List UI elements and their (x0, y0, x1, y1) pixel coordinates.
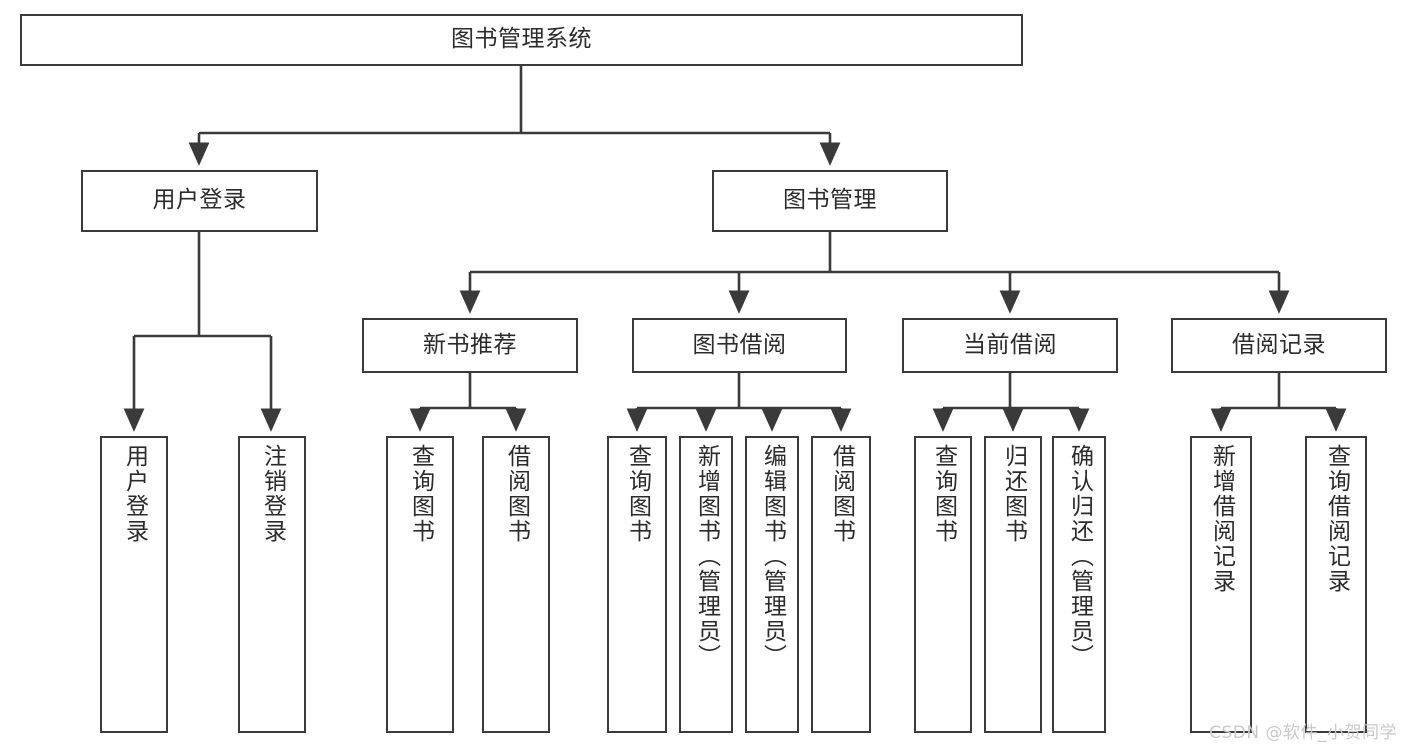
node-leaf-add-record-label: 新增借阅记录 (1208, 444, 1235, 594)
node-root[interactable]: 图书管理系统 (20, 14, 1023, 66)
node-leaf-query-book-2-label: 查询图书 (624, 444, 651, 544)
node-leaf-confirm-return[interactable]: 确认归还（管理员） (1052, 436, 1106, 733)
node-book-borrow[interactable]: 图书借阅 (632, 318, 847, 373)
node-new-book-recommend-label: 新书推荐 (423, 331, 517, 358)
watermark-text: CSDN @软件_小贺同学 (1209, 723, 1397, 743)
node-leaf-edit-book[interactable]: 编辑图书（管理员） (745, 436, 799, 733)
node-leaf-query-book-1-label: 查询图书 (407, 444, 434, 544)
node-leaf-query-book-1[interactable]: 查询图书 (386, 436, 454, 733)
node-root-label: 图书管理系统 (451, 26, 592, 53)
edge-group-borrow-record (1210, 373, 1347, 432)
node-current-borrow[interactable]: 当前借阅 (902, 318, 1118, 373)
node-current-borrow-label: 当前借阅 (963, 331, 1057, 358)
node-leaf-add-record[interactable]: 新增借阅记录 (1190, 436, 1252, 733)
edge-group-book-manage (459, 232, 1290, 314)
node-leaf-user-login-label: 用户登录 (121, 444, 148, 544)
node-leaf-user-logout[interactable]: 注销登录 (238, 436, 306, 733)
node-leaf-borrow-book-1[interactable]: 借阅图书 (482, 436, 550, 733)
node-leaf-borrow-book-1-label: 借阅图书 (503, 444, 530, 544)
node-user-login-label: 用户登录 (152, 187, 247, 214)
edge-group-root (188, 66, 841, 166)
node-leaf-borrow-book-2[interactable]: 借阅图书 (811, 436, 871, 733)
edge-group-current-borrow (932, 373, 1090, 432)
node-new-book-recommend[interactable]: 新书推荐 (362, 318, 578, 373)
node-leaf-query-book-3-label: 查询图书 (930, 444, 957, 544)
node-leaf-query-book-3[interactable]: 查询图书 (914, 436, 972, 733)
node-borrow-record-label: 借阅记录 (1232, 331, 1326, 358)
node-book-manage[interactable]: 图书管理 (712, 170, 948, 232)
edge-group-new-book-recommend (409, 373, 527, 432)
node-leaf-user-login[interactable]: 用户登录 (100, 436, 168, 733)
edge-group-book-borrow (626, 373, 852, 432)
node-leaf-user-logout-label: 注销登录 (259, 444, 286, 544)
node-leaf-return-book-label: 归还图书 (1000, 444, 1027, 544)
node-leaf-edit-book-label: 编辑图书（管理员） (759, 444, 786, 669)
node-leaf-query-record-label: 查询借阅记录 (1323, 444, 1350, 594)
node-leaf-borrow-book-2-label: 借阅图书 (828, 444, 855, 544)
node-leaf-add-book[interactable]: 新增图书（管理员） (679, 436, 733, 733)
node-borrow-record[interactable]: 借阅记录 (1171, 318, 1387, 373)
node-leaf-add-book-label: 新增图书（管理员） (693, 444, 720, 669)
node-leaf-confirm-return-label: 确认归还（管理员） (1066, 444, 1093, 669)
node-book-manage-label: 图书管理 (783, 187, 877, 214)
node-leaf-query-record[interactable]: 查询借阅记录 (1305, 436, 1367, 733)
node-leaf-query-book-2[interactable]: 查询图书 (607, 436, 667, 733)
node-leaf-return-book[interactable]: 归还图书 (984, 436, 1042, 733)
edge-group-user-login (123, 232, 282, 432)
node-user-login[interactable]: 用户登录 (81, 170, 318, 232)
node-book-borrow-label: 图书借阅 (692, 331, 787, 358)
